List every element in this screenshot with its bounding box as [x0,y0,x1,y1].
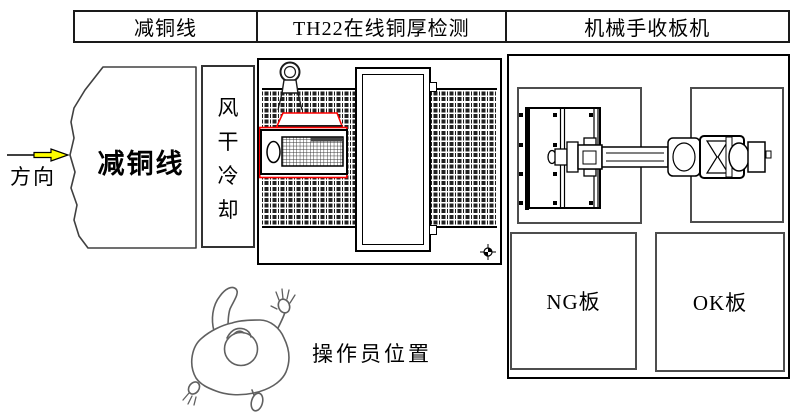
th22-machine [257,58,502,265]
datum-target-icon [480,244,496,260]
header-label-copper-line: 减铜线 [133,18,197,40]
header-cell-robot-unloader: 机械手收板机 [504,12,788,41]
ng-plate-bin: NG板 [510,232,637,370]
measuring-head [259,112,348,179]
header-cell-copper-line: 减铜线 [75,12,256,41]
header-cell-th22-detector: TH22在线铜厚检测 [255,12,505,41]
hoist-ring-icon [277,61,303,111]
machine-detail-overlay [259,61,496,260]
gantry-frame [355,67,437,252]
ok-plate-bin: OK板 [655,232,785,372]
gantry-tab-top [429,82,437,92]
header-strip: 减铜线 TH22在线铜厚检测 机械手收板机 [73,10,790,43]
robot-unloader-section: NG板 OK板 [507,54,790,379]
ok-plate-label: OK板 [692,291,748,315]
header-label-robot-unloader: 机械手收板机 [584,18,711,40]
header-label-th22-detector: TH22在线铜厚检测 [292,18,470,40]
air-dry-cooling-box: 风干冷却 [201,65,255,248]
robot-arm-body [547,135,772,179]
conveyor-rollers-right [431,88,497,228]
copper-line-outline [69,66,197,249]
direction-label: 方向 [10,165,56,189]
operator-figure-icon [182,286,296,412]
direction-arrow-icon [7,148,70,162]
robot-arm-icon [519,107,772,210]
air-dry-cooling-label: 风干冷却 [217,96,239,222]
gantry-tab-bottom [429,225,437,235]
ng-plate-label: NG板 [546,290,601,314]
gantry-inner-frame [362,74,424,245]
copper-line-title: 减铜线 [97,149,185,179]
operator-position-label: 操作员位置 [312,342,432,366]
